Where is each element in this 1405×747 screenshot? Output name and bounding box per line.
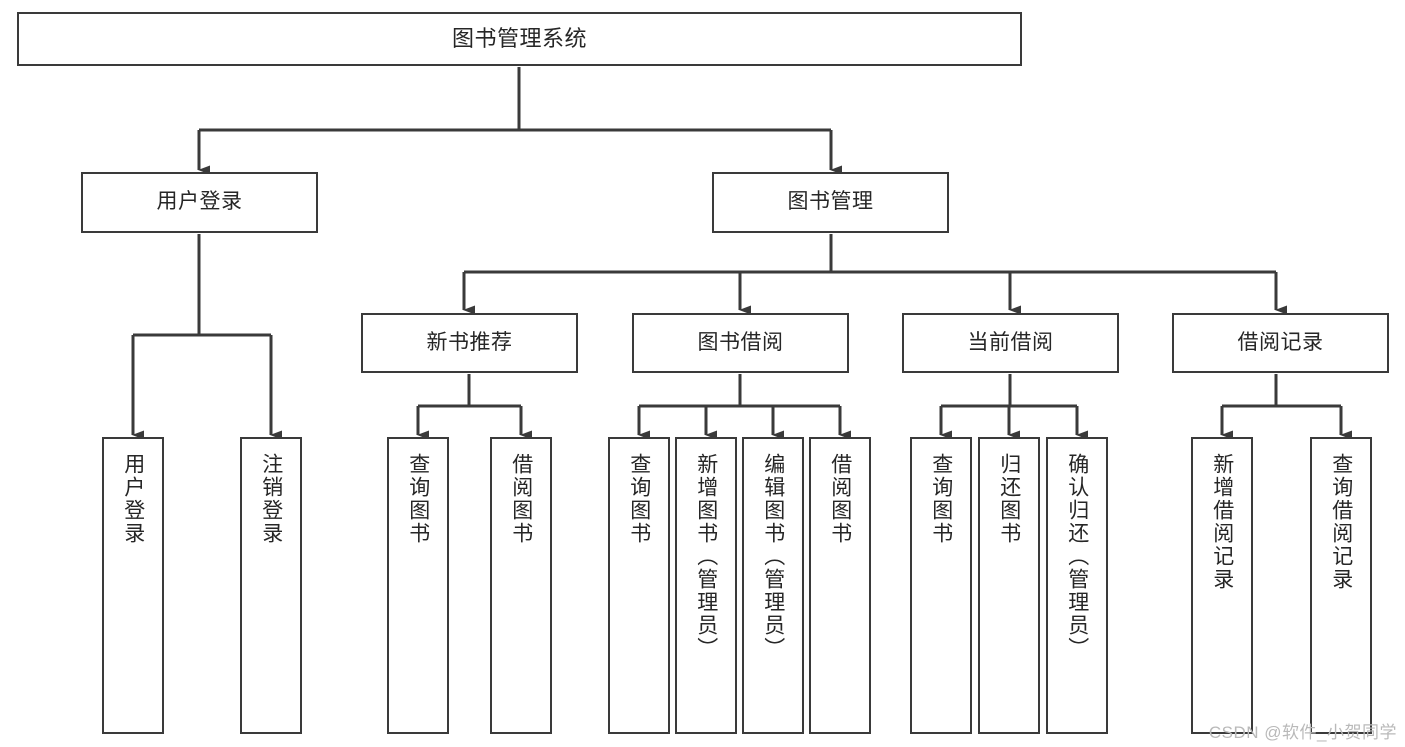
node-borrow-record[interactable]: 借阅记录 <box>1172 313 1389 373</box>
node-label: 查询图书 <box>406 453 430 545</box>
node-label: 借阅图书 <box>828 453 852 545</box>
node-label: 用户登录 <box>156 190 243 214</box>
node-label: 编辑图书（管理员） <box>761 453 785 660</box>
node-current-borrow[interactable]: 当前借阅 <box>902 313 1119 373</box>
leaf-edit-book-admin[interactable]: 编辑图书（管理员） <box>742 437 804 734</box>
leaf-add-borrow-record[interactable]: 新增借阅记录 <box>1191 437 1253 734</box>
leaf-add-book-admin[interactable]: 新增图书（管理员） <box>675 437 737 734</box>
node-root-book-management-system[interactable]: 图书管理系统 <box>17 12 1022 66</box>
leaf-logout-login[interactable]: 注销登录 <box>240 437 302 734</box>
leaf-borrow-book-borrow[interactable]: 借阅图书 <box>809 437 871 734</box>
node-label: 用户登录 <box>121 453 145 545</box>
node-label: 查询借阅记录 <box>1329 453 1353 591</box>
leaf-query-book-recommend[interactable]: 查询图书 <box>387 437 449 734</box>
node-book-borrow[interactable]: 图书借阅 <box>632 313 849 373</box>
leaf-borrow-book-recommend[interactable]: 借阅图书 <box>490 437 552 734</box>
node-label: 当前借阅 <box>967 330 1054 354</box>
node-label: 确认归还（管理员） <box>1065 453 1089 660</box>
leaf-user-login[interactable]: 用户登录 <box>102 437 164 734</box>
node-label: 新增图书（管理员） <box>694 453 718 660</box>
node-user-login[interactable]: 用户登录 <box>81 172 318 233</box>
node-label: 新书推荐 <box>426 330 513 354</box>
node-label: 图书管理 <box>787 190 874 214</box>
node-label: 注销登录 <box>259 453 283 545</box>
node-book-management[interactable]: 图书管理 <box>712 172 949 233</box>
node-label: 图书借阅 <box>697 330 784 354</box>
leaf-confirm-return-admin[interactable]: 确认归还（管理员） <box>1046 437 1108 734</box>
node-label: 查询图书 <box>929 453 953 545</box>
leaf-query-borrow-record[interactable]: 查询借阅记录 <box>1310 437 1372 734</box>
leaf-query-book-current[interactable]: 查询图书 <box>910 437 972 734</box>
csdn-watermark: CSDN @软件_小贺同学 <box>1208 723 1397 742</box>
node-label: 借阅记录 <box>1237 330 1324 354</box>
node-label: 新增借阅记录 <box>1210 453 1234 591</box>
node-label: 归还图书 <box>997 453 1021 545</box>
node-label: 查询图书 <box>627 453 651 545</box>
node-label: 借阅图书 <box>509 453 533 545</box>
node-label: 图书管理系统 <box>451 26 587 52</box>
leaf-query-book-borrow[interactable]: 查询图书 <box>608 437 670 734</box>
leaf-return-book[interactable]: 归还图书 <box>978 437 1040 734</box>
node-new-book-recommend[interactable]: 新书推荐 <box>361 313 578 373</box>
